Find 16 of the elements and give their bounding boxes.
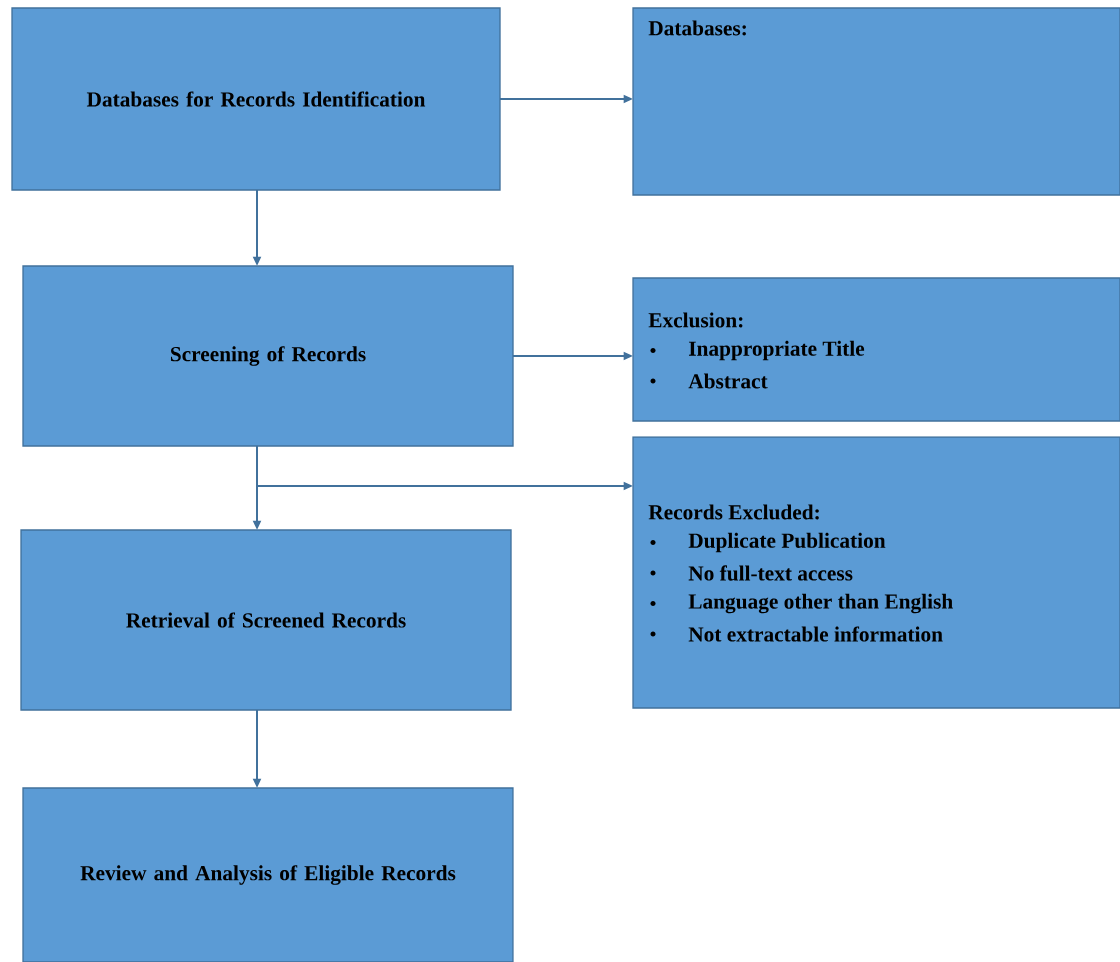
process-box: Screening of Records — [22, 265, 514, 447]
list-heading: Records Excluded: — [648, 504, 819, 520]
list-item: No full-text access — [688, 565, 853, 581]
list-item: Not extractable information — [688, 626, 943, 642]
list-item: Language other than English — [688, 593, 953, 614]
process-box: Databases for Records Identification — [11, 7, 501, 191]
process-box: Review and Analysis of Eligible Records — [22, 787, 514, 962]
list-item: Inappropriate Title — [689, 340, 865, 361]
list-box — [632, 436, 1120, 709]
list-heading: Exclusion: — [648, 312, 743, 328]
list-heading: Databases: — [648, 20, 746, 36]
list-box — [632, 7, 1120, 196]
list-box — [632, 277, 1120, 422]
list-item: Abstract — [688, 373, 768, 389]
process-box: Retrieval of Screened Records — [20, 529, 512, 711]
list-item: Duplicate Publication — [688, 532, 886, 553]
